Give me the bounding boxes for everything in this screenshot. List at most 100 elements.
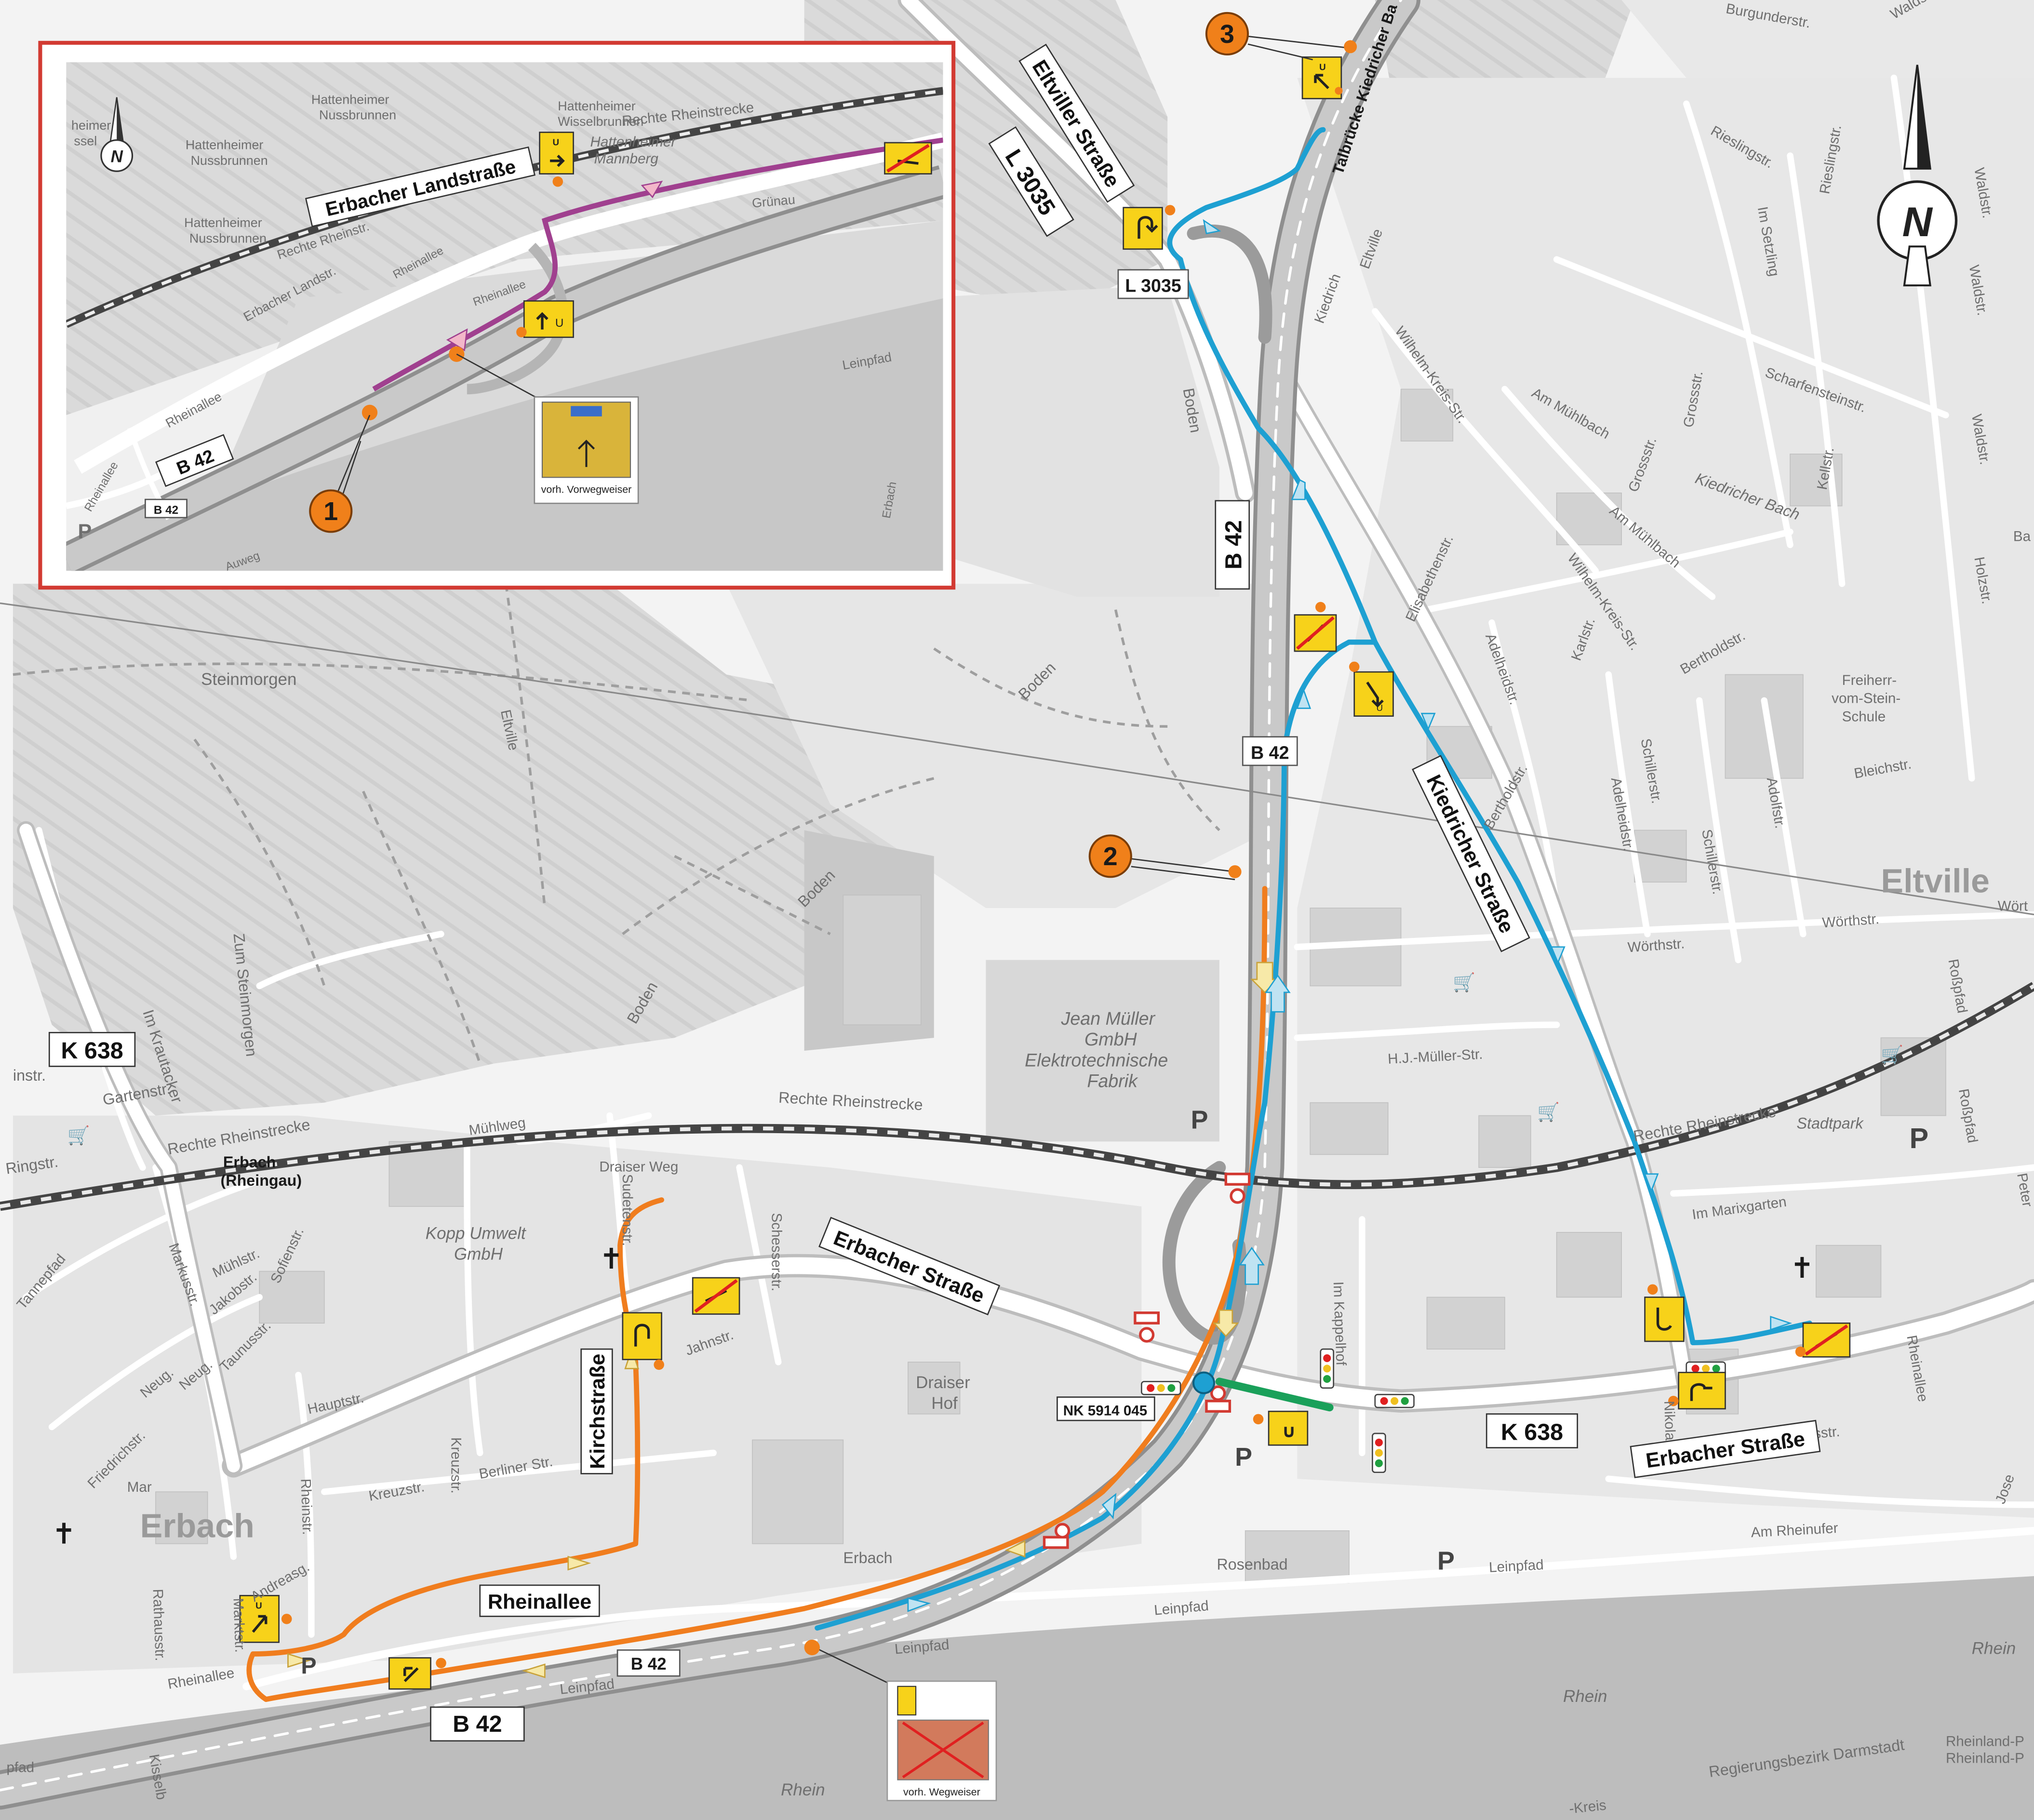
road-closure-segment xyxy=(1215,1378,1334,1412)
svg-text:Rheinallee: Rheinallee xyxy=(488,1590,591,1613)
svg-text:pfad: pfad xyxy=(6,1759,34,1775)
parking-icon: P xyxy=(1235,1443,1252,1472)
traffic-lights xyxy=(1141,1348,1726,1473)
svg-text:Marktstr.: Marktstr. xyxy=(230,1598,248,1653)
shopping-cart-icon: 🛒 xyxy=(1537,1101,1560,1123)
svg-text:instr.: instr. xyxy=(13,1067,46,1084)
orange-detour-route xyxy=(246,886,1268,1702)
detour-sign-icon: U xyxy=(1301,56,1343,99)
detour-sign-icon: U xyxy=(1349,661,1394,717)
traffic-light-icon xyxy=(1372,1432,1386,1473)
svg-text:Nikola: Nikola xyxy=(1661,1401,1678,1441)
barriers xyxy=(1043,1173,1251,1549)
shopping-cart-icon: 🛒 xyxy=(67,1124,90,1146)
svg-text:Im Kappelhof: Im Kappelhof xyxy=(1330,1281,1349,1366)
detour-sign-icon: U xyxy=(539,132,574,187)
town-label-eltville: Eltville xyxy=(1881,862,1990,900)
major-roads xyxy=(16,0,2034,1690)
purple-detour-route xyxy=(372,137,943,392)
parking-icon: P xyxy=(1437,1547,1455,1576)
svg-text:N: N xyxy=(1902,199,1933,245)
svg-text:P: P xyxy=(78,520,92,543)
barrier-icon xyxy=(1205,1385,1231,1413)
detour-sign-icon xyxy=(1668,1372,1726,1410)
town-label-erbach: Erbach xyxy=(140,1507,254,1544)
signpost-caption: vorh. Wegweiser xyxy=(903,1786,980,1798)
svg-text:Rathausstr.: Rathausstr. xyxy=(150,1589,168,1661)
svg-text:Schesserstr.: Schesserstr. xyxy=(768,1213,784,1291)
erbach-rheingau-label: Erbach(Rheingau) xyxy=(221,1153,302,1189)
svg-text:B 42: B 42 xyxy=(631,1655,667,1673)
svg-text:Rhein: Rhein xyxy=(781,1780,825,1799)
svg-text:Rhein: Rhein xyxy=(1972,1639,2016,1658)
svg-text:K 638: K 638 xyxy=(1501,1419,1563,1445)
detour-signs: U U xyxy=(239,56,1851,1690)
svg-text:L 3035: L 3035 xyxy=(1125,276,1181,296)
svg-text:Erbach: Erbach xyxy=(843,1549,892,1566)
church-cross-icon: ✝ xyxy=(599,1243,623,1275)
field-paths xyxy=(13,583,1220,1064)
vorwegweiser-caption: vorh. Vorwegweiser xyxy=(541,484,632,495)
detour-sign-icon xyxy=(1123,205,1176,250)
svg-text:Wörthstr.: Wörthstr. xyxy=(1822,911,1880,931)
svg-text:Rheinstr.: Rheinstr. xyxy=(297,1478,315,1535)
svg-text:Mar: Mar xyxy=(127,1479,152,1495)
shopping-cart-icon: 🛒 xyxy=(1453,972,1475,993)
detour-sign-icon xyxy=(622,1312,664,1370)
svg-text:Stadtpark: Stadtpark xyxy=(1796,1114,1864,1132)
svg-text:∪: ∪ xyxy=(1282,1421,1297,1441)
svg-text:Wörthstr.: Wörthstr. xyxy=(1627,936,1685,955)
marker-2: 2 xyxy=(1088,834,1242,881)
traffic-light-icon xyxy=(1141,1380,1181,1395)
minor-streets xyxy=(23,74,2034,1638)
church-icons: ✝ ✝ ✝ xyxy=(52,1243,1814,1550)
church-cross-icon: ✝ xyxy=(52,1518,76,1550)
svg-text:Kirchstraße: Kirchstraße xyxy=(586,1354,609,1469)
crossed-detour-sign-icon xyxy=(1294,602,1337,652)
church-cross-icon: ✝ xyxy=(1790,1252,1814,1284)
crossed-detour-sign-icon xyxy=(1795,1322,1851,1358)
school-label: Freiherr-vom-Stein-Schule xyxy=(1832,672,1900,724)
svg-text:U: U xyxy=(255,1600,262,1610)
detour-sign-icon xyxy=(1644,1284,1685,1342)
detour-sign-icon: ∪ xyxy=(1253,1410,1309,1446)
svg-text:Leinpfad: Leinpfad xyxy=(1488,1557,1544,1576)
north-arrow-icon: N xyxy=(100,97,134,172)
svg-text:Rosenbad: Rosenbad xyxy=(1217,1556,1287,1573)
shopping-cart-icon: 🛒 xyxy=(1881,1044,1903,1066)
crossed-detour-sign-icon xyxy=(692,1277,740,1315)
svg-text:U: U xyxy=(1319,62,1326,72)
svg-text:B 42: B 42 xyxy=(1251,742,1289,763)
district-boundary xyxy=(0,602,2034,916)
parking-icon: P xyxy=(301,1653,316,1679)
svg-text:U: U xyxy=(555,317,563,330)
marker-1 xyxy=(309,489,353,533)
svg-text:Rhein: Rhein xyxy=(1563,1687,1607,1706)
svg-text:Steinmorgen: Steinmorgen xyxy=(201,670,296,689)
svg-text:K 638: K 638 xyxy=(61,1038,123,1064)
detour-sign-icon: U xyxy=(516,300,574,338)
barrier-icon xyxy=(1224,1173,1251,1204)
crossed-detour-sign-icon xyxy=(884,142,932,174)
svg-text:N: N xyxy=(111,147,123,166)
svg-text:Wört: Wört xyxy=(1998,898,2028,914)
svg-text:2: 2 xyxy=(1103,842,1118,871)
traffic-light-icon xyxy=(1320,1348,1335,1389)
rhine-river xyxy=(0,1576,2034,1820)
svg-text:3: 3 xyxy=(1220,20,1234,49)
parking-icon: P xyxy=(1910,1122,1928,1154)
parking-icons: P P P P P xyxy=(301,1105,1928,1678)
svg-text:Sudetenstr.: Sudetenstr. xyxy=(619,1174,635,1246)
traffic-light-icon xyxy=(1374,1393,1415,1408)
svg-text:B 42: B 42 xyxy=(1221,520,1247,569)
svg-text:1: 1 xyxy=(323,497,338,526)
svg-text:NK 5914 045: NK 5914 045 xyxy=(1063,1403,1147,1419)
